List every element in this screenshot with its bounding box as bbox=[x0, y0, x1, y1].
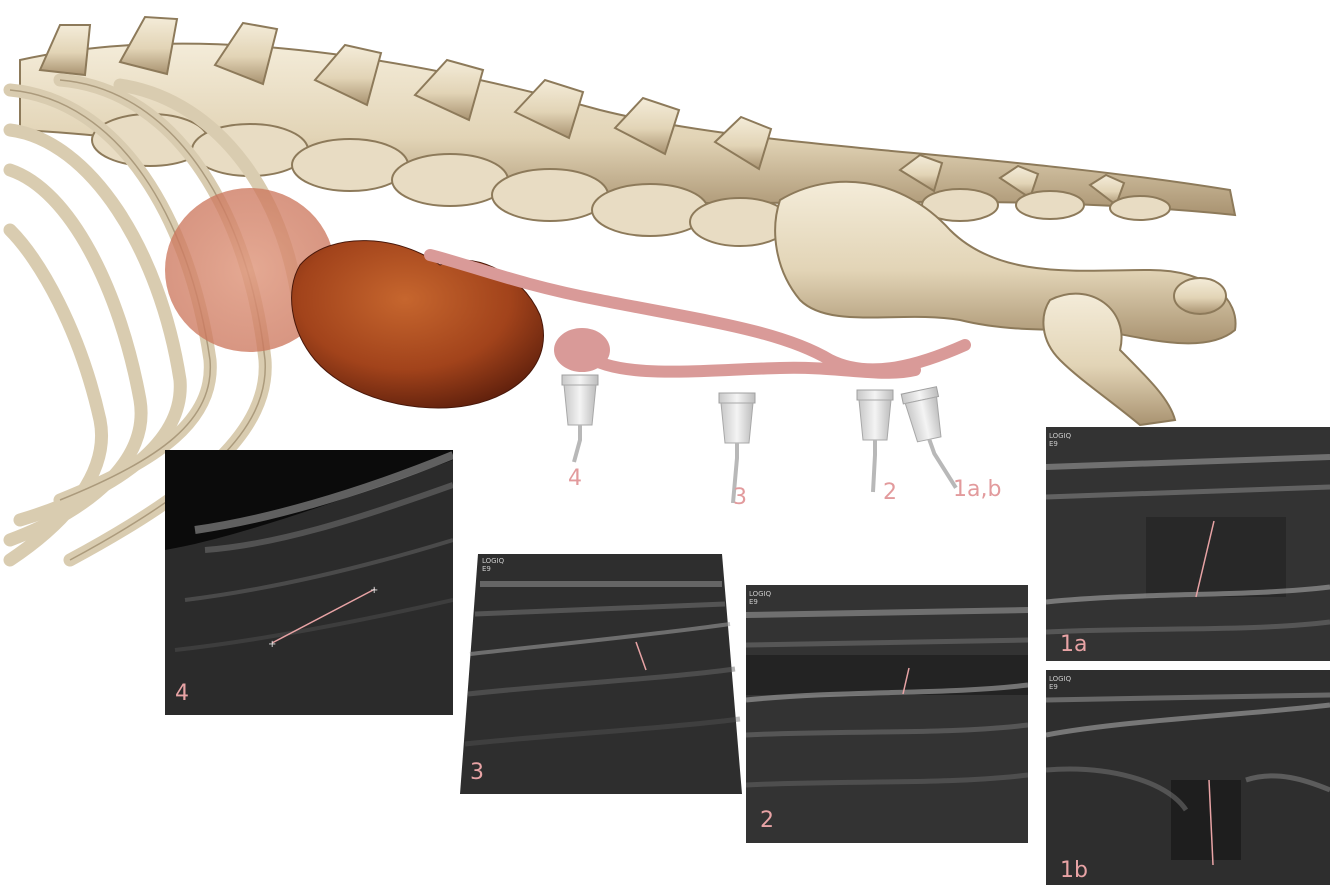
ultrasound-panel-4: + + 4 bbox=[165, 450, 453, 715]
kidney bbox=[292, 241, 544, 408]
ultrasound-panel-3: LOGIQ E9 3 bbox=[460, 544, 742, 794]
probe-label-2: 2 bbox=[883, 482, 897, 504]
scanner-logo: LOGIQ E9 bbox=[1049, 432, 1071, 448]
scanner-logo: LOGIQ E9 bbox=[482, 557, 504, 573]
panel-label-1b: 1b bbox=[1060, 860, 1088, 882]
panel-label-3: 3 bbox=[470, 762, 484, 784]
bladder bbox=[554, 328, 610, 372]
scanner-logo: LOGIQ E9 bbox=[1049, 675, 1071, 691]
ultrasound-probe-icon bbox=[562, 375, 958, 503]
probe-label-4: 4 bbox=[568, 468, 582, 490]
svg-text:+: + bbox=[370, 585, 378, 596]
ultrasound-panel-1b: LOGIQ E9 1b bbox=[1046, 670, 1330, 885]
probe-label-3: 3 bbox=[733, 487, 747, 509]
probe-label-1ab: 1a,b bbox=[953, 479, 1001, 501]
panel-label-4: 4 bbox=[175, 683, 189, 705]
panel-label-1a: 1a bbox=[1060, 634, 1087, 656]
svg-text:+: + bbox=[268, 639, 276, 650]
panel-label-2: 2 bbox=[760, 810, 774, 832]
pelvis bbox=[775, 182, 1235, 425]
ultrasound-panel-1a: LOGIQ E9 1a bbox=[1046, 427, 1330, 661]
scanner-logo: LOGIQ E9 bbox=[749, 590, 771, 606]
ultrasound-panel-2: LOGIQ E9 2 bbox=[746, 585, 1028, 843]
